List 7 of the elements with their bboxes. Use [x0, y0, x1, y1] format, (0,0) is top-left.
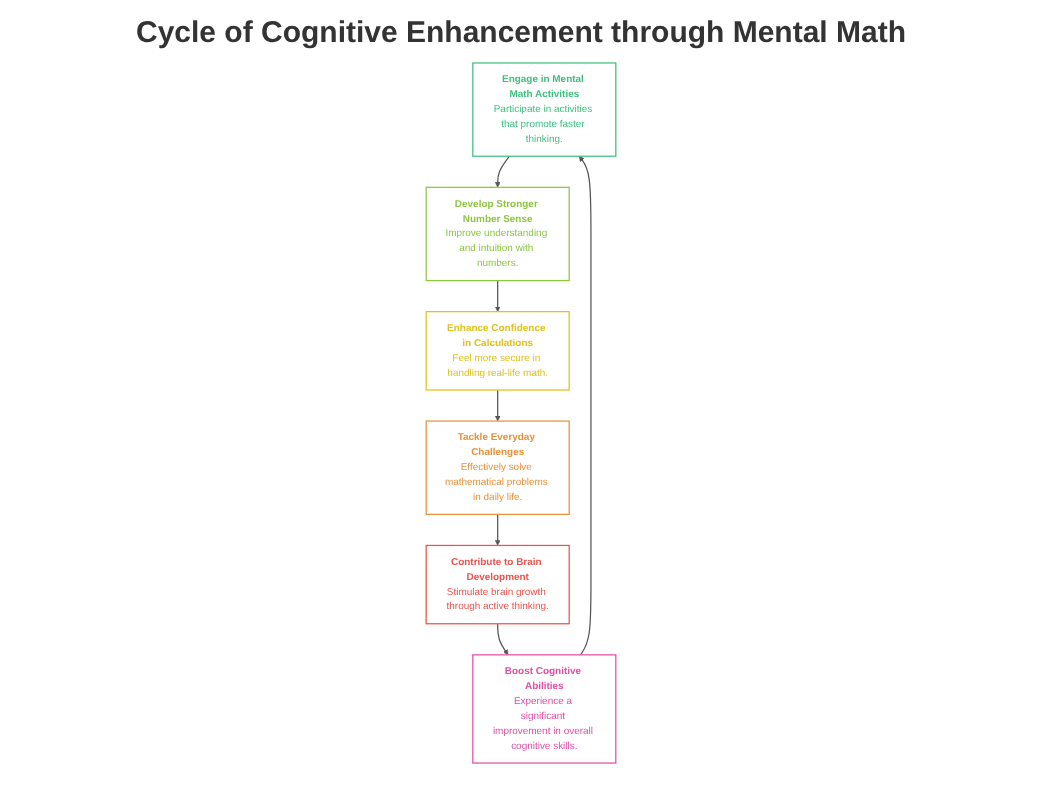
arrow [494, 513, 501, 546]
arrow [494, 155, 510, 188]
arrow [494, 279, 501, 312]
diagram-title: Cycle of Cognitive Enhancement through Mental Math [133, 16, 909, 50]
arrow [497, 623, 509, 656]
arrow [579, 156, 592, 656]
arrow [494, 389, 501, 422]
